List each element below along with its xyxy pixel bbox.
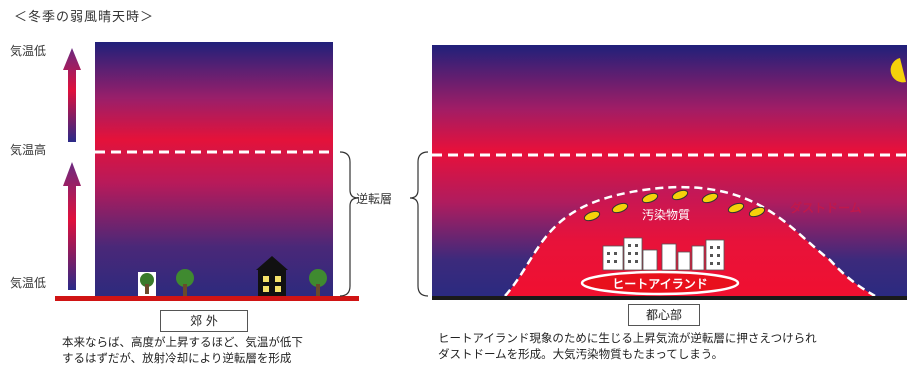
heat-island-ellipse xyxy=(580,270,740,296)
dust-dome-label: ダストドーム xyxy=(790,201,862,215)
city-center-label: 都心部 xyxy=(628,304,700,326)
house-icon xyxy=(256,256,288,296)
temp-low-bottom-label: 気温低 xyxy=(10,276,47,290)
suburb-tree-icon xyxy=(309,269,327,296)
city-description-line1: ヒートアイランド現象のために生じる上昇気流が逆転層に押さえつけられ xyxy=(438,331,817,345)
suburb-description-line2: するはずだが、放射冷却により逆転層を形成 xyxy=(62,351,292,365)
dust-dome-outline xyxy=(504,185,876,298)
pollutant-particles xyxy=(583,189,766,222)
suburb-label: 郊 外 xyxy=(160,310,248,332)
heat-island-label: ヒートアイランド xyxy=(612,277,708,291)
temperature-arrow xyxy=(63,48,81,290)
city-description-line2: ダストドームを形成。大気汚染物質もたまってしまう。 xyxy=(438,347,724,361)
temp-low-top-label: 気温低 xyxy=(10,44,47,58)
inversion-brace xyxy=(339,151,359,297)
page-title: ＜冬季の弱風晴天時＞ xyxy=(14,10,155,25)
temp-high-label: 気温高 xyxy=(10,143,47,157)
suburb-description-line1: 本来ならば、高度が上昇するほど、気温が低下 xyxy=(62,335,303,349)
suburb-ground xyxy=(55,296,359,301)
pollutant-label: 汚染物質 xyxy=(642,208,691,222)
suburb-sky xyxy=(95,42,333,298)
suburb-tree-icon xyxy=(138,272,156,296)
moon-icon xyxy=(890,58,906,83)
city-ground xyxy=(432,296,907,300)
inversion-layer-label: 逆転層 xyxy=(356,192,393,206)
inversion-brace xyxy=(409,151,429,297)
suburb-tree-icon xyxy=(176,269,194,296)
